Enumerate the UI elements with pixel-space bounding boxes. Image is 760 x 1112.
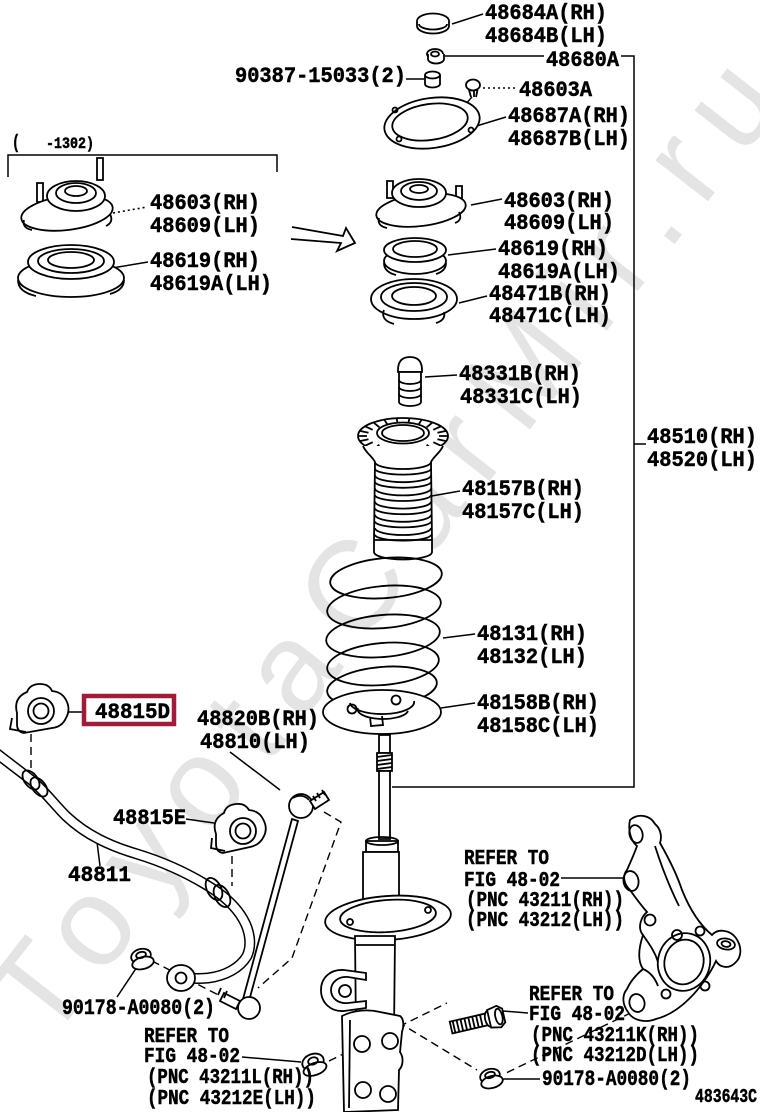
svg-text:48687A(RH): 48687A(RH): [508, 104, 630, 129]
svg-text:48603(RH): 48603(RH): [504, 189, 614, 214]
svg-text:48331C(LH): 48331C(LH): [460, 385, 582, 410]
svg-text:-1302): -1302): [46, 135, 94, 153]
svg-text:48619(RH): 48619(RH): [150, 249, 260, 274]
svg-text:48684B(LH): 48684B(LH): [485, 24, 607, 49]
svg-text:(PNC 43211K(RH)): (PNC 43211K(RH)): [531, 1025, 699, 1048]
svg-text:48820B(RH): 48820B(RH): [197, 707, 319, 732]
svg-text:48132(LH): 48132(LH): [477, 645, 587, 670]
svg-text:FIG 48-02: FIG 48-02: [464, 870, 560, 893]
svg-text:48471C(LH): 48471C(LH): [489, 304, 611, 329]
svg-text:48603(RH): 48603(RH): [150, 191, 260, 216]
svg-text:90178-A0080(2): 90178-A0080(2): [542, 1067, 691, 1092]
svg-text:(PNC 43211(RH)): (PNC 43211(RH)): [466, 890, 624, 913]
svg-text:48609(LH): 48609(LH): [150, 214, 260, 239]
svg-text:(: (: [12, 132, 20, 154]
svg-text:48131(RH): 48131(RH): [477, 622, 587, 647]
svg-text:48510(RH): 48510(RH): [647, 425, 757, 450]
svg-text:48471B(RH): 48471B(RH): [489, 282, 611, 307]
svg-text:48603A: 48603A: [519, 78, 593, 103]
svg-text:REFER TO: REFER TO: [144, 1026, 229, 1049]
svg-text:48619A(LH): 48619A(LH): [150, 272, 272, 297]
svg-text:REFER TO: REFER TO: [464, 848, 549, 871]
svg-text:48331B(RH): 48331B(RH): [459, 362, 581, 387]
svg-text:48815E: 48815E: [113, 806, 186, 831]
svg-text:48157C(LH): 48157C(LH): [462, 500, 584, 525]
svg-text:FIG 48-02: FIG 48-02: [529, 1004, 625, 1027]
svg-text:(PNC 43212D(LH)): (PNC 43212D(LH)): [531, 1045, 699, 1068]
svg-text:48158C(LH): 48158C(LH): [477, 714, 599, 739]
svg-text:48619A(LH): 48619A(LH): [498, 260, 620, 285]
svg-text:48619(RH): 48619(RH): [498, 237, 608, 262]
svg-text:48609(LH): 48609(LH): [504, 211, 614, 236]
svg-text:90178-A0080(2): 90178-A0080(2): [62, 996, 215, 1021]
svg-text:FIG 48-02: FIG 48-02: [144, 1046, 240, 1069]
svg-text:(PNC 43212(LH)): (PNC 43212(LH)): [466, 910, 624, 933]
svg-text:48810(LH): 48810(LH): [200, 730, 310, 755]
svg-text:(PNC 43211L(RH)): (PNC 43211L(RH)): [147, 1067, 314, 1090]
svg-text:90387-15033(2): 90387-15033(2): [235, 64, 406, 89]
svg-text:48520(LH): 48520(LH): [647, 448, 757, 473]
svg-text:48815D: 48815D: [95, 700, 170, 725]
svg-text:48684A(RH): 48684A(RH): [485, 1, 607, 26]
svg-text:483643C: 483643C: [695, 1086, 757, 1108]
svg-text:48157B(RH): 48157B(RH): [462, 477, 584, 502]
svg-text:48680A: 48680A: [546, 48, 620, 73]
svg-text:(PNC 43212E(LH)): (PNC 43212E(LH)): [147, 1088, 316, 1111]
svg-text:48811: 48811: [68, 863, 131, 888]
svg-text:REFER TO: REFER TO: [529, 984, 614, 1007]
svg-text:48687B(LH): 48687B(LH): [508, 127, 630, 152]
svg-text:48158B(RH): 48158B(RH): [477, 691, 599, 716]
